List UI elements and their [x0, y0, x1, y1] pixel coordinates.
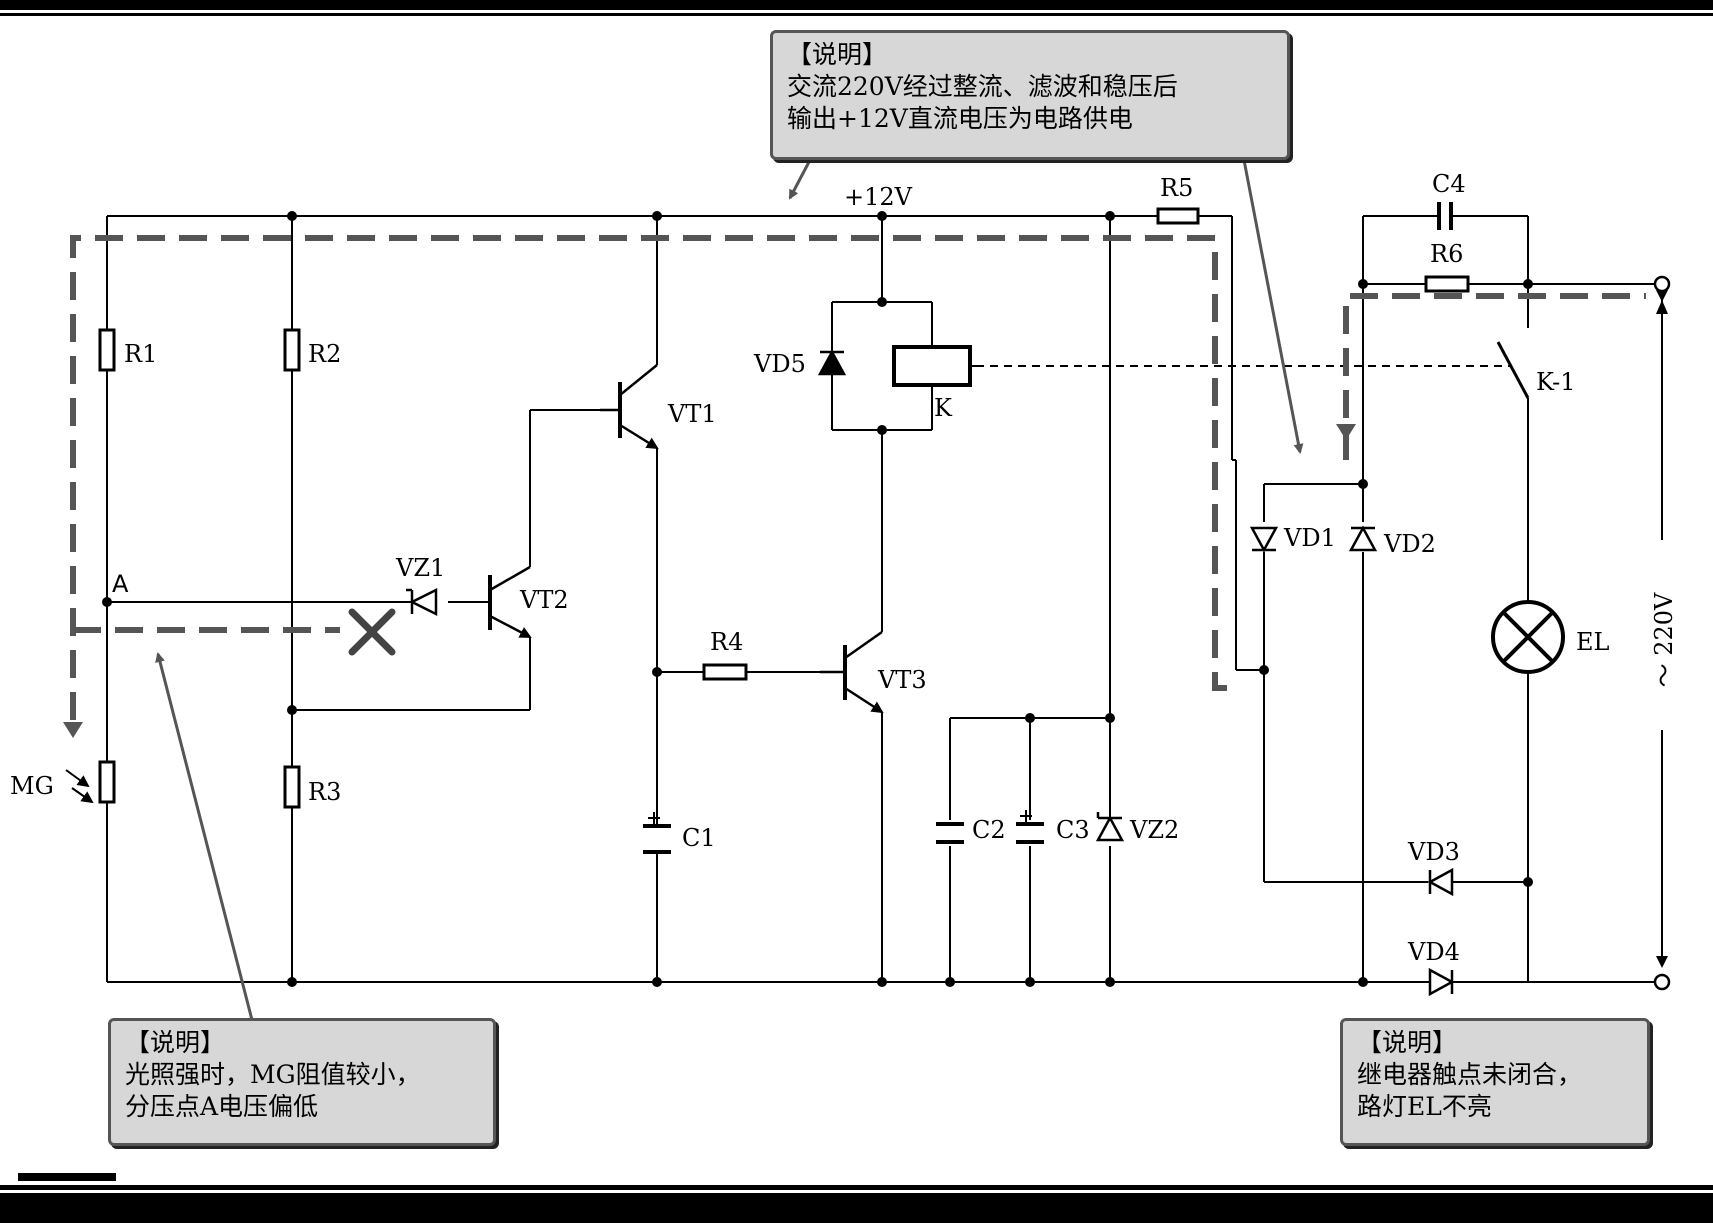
transistors: [488, 364, 884, 714]
c4-label: C4: [1432, 170, 1466, 198]
r3-label: R3: [308, 778, 341, 806]
note-bottom-left-title: 【说明】: [125, 1028, 226, 1057]
r1-resistor: [98, 328, 116, 372]
note-top-title: 【说明】: [787, 40, 888, 69]
r1-label: R1: [124, 340, 157, 368]
r6-label: R6: [1430, 240, 1463, 268]
note-bottom-left: 【说明】 光照强时，MG阻值较小， 分压点A电压偏低: [108, 1018, 496, 1146]
r2-label: R2: [308, 340, 341, 368]
note-bottom-right-line-1: 继电器触点未闭合，: [1357, 1060, 1583, 1089]
diodes: [406, 349, 1455, 997]
lamp-el: [1491, 600, 1565, 674]
supply-label: +12V: [844, 183, 913, 211]
callout-arrows: [155, 159, 1304, 1021]
lamp-label: EL: [1576, 628, 1610, 656]
vd3-label: VD3: [1407, 838, 1460, 866]
vd4-diode: [1428, 967, 1455, 997]
vd1-label: VD1: [1283, 524, 1336, 552]
relay-contact: [1496, 341, 1530, 399]
contact-label: K-1: [1536, 368, 1576, 396]
vd4-label: VD4: [1407, 938, 1460, 966]
vd2-label: VD2: [1383, 530, 1436, 558]
wires: [106, 215, 1662, 983]
node-a-label: A: [112, 570, 129, 598]
capacitors: [643, 202, 1453, 854]
note-bottom-right-title: 【说明】: [1357, 1028, 1458, 1057]
note-top-line-2: 输出+12V直流电压为电路供电: [787, 104, 1133, 133]
r3-resistor: [283, 765, 301, 809]
note-bottom-left-line-1: 光照强时，MG阻值较小，: [125, 1060, 421, 1089]
light-arrows-icon: [65, 769, 94, 804]
vz1-zener: [409, 587, 438, 617]
vt2-label: VT2: [519, 586, 569, 614]
note-bottom-right: 【说明】 继电器触点未闭合， 路灯EL不亮: [1340, 1018, 1650, 1146]
c3-label: C3: [1056, 816, 1090, 844]
relay-coil: [892, 345, 972, 387]
ac-voltage-label: ～ 220V: [1650, 592, 1678, 687]
note-bottom-right-line-2: 路灯EL不亮: [1357, 1092, 1492, 1121]
r5-resistor: [1156, 207, 1200, 225]
vd5-label: VD5: [753, 350, 806, 378]
vd3-diode: [1427, 867, 1454, 897]
note-top: 【说明】 交流220V经过整流、滤波和稳压后 输出+12V直流电压为电路供电: [770, 30, 1290, 160]
vz2-zener: [1095, 815, 1125, 842]
vt1-label: VT1: [667, 400, 717, 428]
vz1-label: VZ1: [395, 554, 445, 582]
vd1-diode: [1249, 526, 1279, 553]
r6-resistor: [1424, 275, 1470, 293]
ac-terminals: [1653, 275, 1671, 991]
c2-label: C2: [972, 816, 1006, 844]
resistors: [98, 207, 1470, 809]
note-bottom-left-line-2: 分压点A电压偏低: [125, 1092, 319, 1121]
vt3-label: VT3: [877, 666, 927, 694]
current-path: [70, 235, 1646, 720]
relay-label: K: [934, 394, 953, 422]
mg-photoresistor: [98, 760, 116, 804]
mg-label: MG: [10, 772, 54, 800]
vd2-diode: [1348, 525, 1378, 552]
vz2-label: VZ2: [1129, 816, 1179, 844]
r2-resistor: [283, 328, 301, 372]
c1-label: C1: [682, 824, 716, 852]
r5-label: R5: [1160, 174, 1193, 202]
r4-resistor: [702, 663, 748, 681]
r4-label: R4: [710, 628, 743, 656]
junction-dots: [102, 211, 1533, 987]
note-top-line-1: 交流220V经过整流、滤波和稳压后: [787, 72, 1178, 101]
blocked-x-icon: [348, 608, 396, 656]
